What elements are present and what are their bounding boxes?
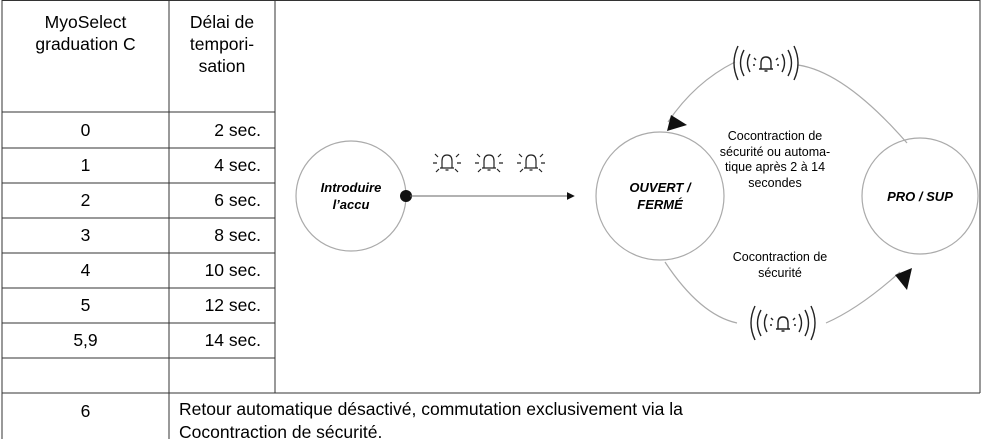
- top-arc-note-line2: sécurité ou automa-: [719, 144, 831, 159]
- table-row-graduation: 5: [80, 295, 91, 315]
- bell-radiating-icon: [750, 305, 816, 341]
- header-delai-line3: sation: [198, 56, 246, 76]
- table-row-delay: 14 sec.: [204, 330, 261, 350]
- node-ouvert-line1: OUVERT /: [629, 180, 691, 195]
- last-row-text-line1: Retour automatique désactivé, commutatio…: [179, 399, 683, 419]
- bottom-arc-note-line1: Cocontraction de: [732, 250, 828, 264]
- header-delai-line2: tempori-: [189, 34, 255, 54]
- table-row-graduation: 3: [80, 225, 91, 245]
- node-pro-sup-label: PRO / SUP: [887, 189, 953, 204]
- header-delai: Délai de tempori- sation: [169, 11, 275, 77]
- top-arc-note: Cocontraction de sécurité ou automa- tiq…: [700, 129, 850, 191]
- table-row-graduation: 0: [80, 120, 91, 140]
- last-row-graduation: 6: [80, 401, 91, 421]
- bottom-arc-note: Cocontraction de sécurité: [715, 250, 845, 281]
- header-myoselect-line1: MyoSelect: [44, 12, 127, 32]
- table-row-delay: 2 sec.: [214, 120, 261, 140]
- table-row-graduation: 5,9: [73, 330, 98, 350]
- header-myoselect: MyoSelect graduation C: [2, 11, 169, 55]
- bell-ringing-icon: [475, 153, 503, 173]
- last-row-text: Retour automatique désactivé, commutatio…: [179, 398, 969, 444]
- table-row-delay: 6 sec.: [214, 190, 261, 210]
- bell-ringing-icon: [517, 153, 545, 173]
- table-row-delay: 10 sec.: [204, 260, 261, 280]
- table-row-graduation: 4: [80, 260, 91, 280]
- connector-dot: [400, 190, 412, 202]
- node-introduire-line1: Introduire: [320, 180, 382, 195]
- last-row-text-line2: Cocontraction de sécurité.: [179, 422, 383, 442]
- bell-ringing-icon: [433, 153, 461, 173]
- bottom-arc-note-line2: sécurité: [758, 265, 802, 280]
- table-row-delay: 12 sec.: [204, 295, 261, 315]
- node-pro-sup-circle: [861, 137, 979, 255]
- node-introduire-label: Introduire l’accu: [296, 179, 406, 213]
- lower-arc-arrow: [664, 261, 901, 324]
- header-myoselect-line2: graduation C: [35, 34, 136, 54]
- lower-arc-arrowhead: [895, 268, 912, 290]
- top-arc-note-line4: secondes: [748, 175, 802, 190]
- bell-radiating-icon: [733, 45, 799, 81]
- upper-arc-arrow: [667, 61, 908, 144]
- table-row-graduation: 1: [80, 155, 91, 175]
- node-ouvert-line2: FERMÉ: [637, 197, 683, 212]
- node-ouvert-label: OUVERT / FERMÉ: [600, 179, 720, 213]
- header-delai-line1: Délai de: [189, 12, 255, 32]
- top-arc-note-line1: Cocontraction de: [727, 129, 823, 143]
- table-row-graduation: 2: [80, 190, 91, 210]
- node-introduire-line2: l’accu: [332, 197, 370, 212]
- table-row-delay: 8 sec.: [214, 225, 261, 245]
- upper-arc-arrowhead: [667, 115, 687, 131]
- table-row-delay: 4 sec.: [214, 155, 261, 175]
- top-arc-note-line3: tique après 2 à 14: [724, 160, 826, 174]
- node-ouvert-circle: [595, 131, 725, 261]
